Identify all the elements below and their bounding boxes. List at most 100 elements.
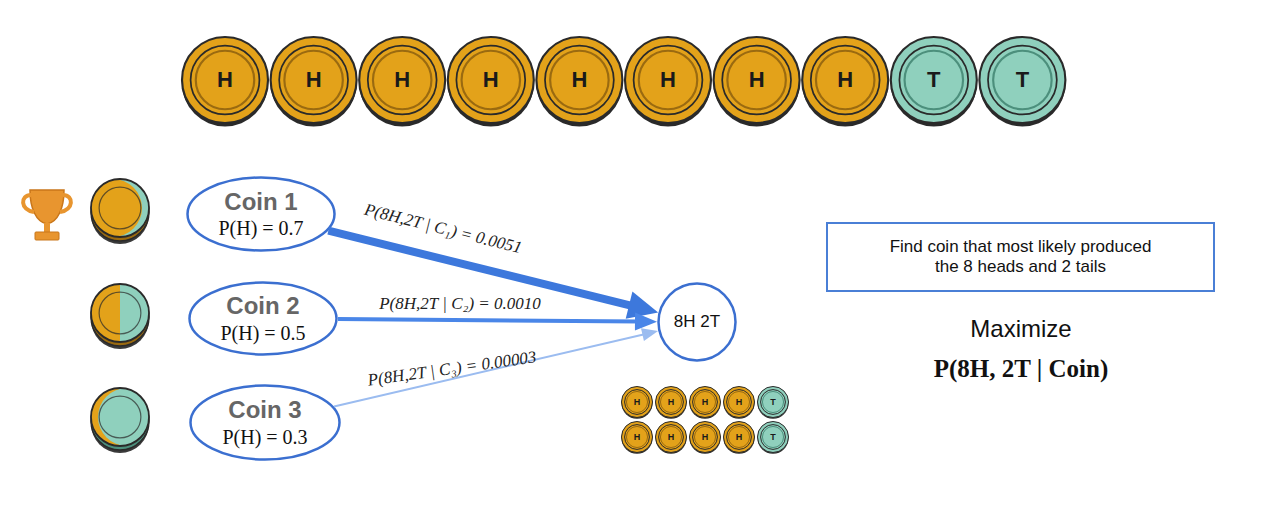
- node-text: Coin 1: [224, 188, 297, 217]
- coin-ring: [659, 425, 684, 450]
- coin-ring: [727, 425, 752, 450]
- coin-inner-ring: [626, 391, 647, 412]
- coin-face-group: [84, 179, 149, 237]
- coin-face: [536, 37, 622, 123]
- coin-face-group: [91, 388, 156, 446]
- biased-coin-icon: [91, 284, 149, 349]
- head-coin: [271, 37, 357, 126]
- ellipse-outline: [188, 178, 335, 251]
- ellipse-node: Coin 2P(H) = 0.5: [188, 281, 338, 356]
- coin-inner-ring: [639, 51, 697, 109]
- coin-face: [724, 422, 755, 453]
- coin-ring: [368, 46, 437, 115]
- head-coin: [690, 387, 721, 419]
- edge-label: P(8H,2T | C₃) = 0.00003: [366, 347, 537, 390]
- coin-letter: H: [634, 432, 641, 442]
- arrow-head: [626, 292, 658, 319]
- coin-face: [690, 422, 721, 453]
- edge-label: P(8H,2T | C₂) = 0.0010: [379, 294, 541, 314]
- head-coin: [448, 37, 534, 126]
- coin-ring: [761, 390, 786, 415]
- coin-letter: T: [927, 67, 940, 93]
- head-coin: [182, 37, 268, 126]
- coin-letter: H: [736, 397, 743, 407]
- coin-inner-ring: [762, 426, 783, 447]
- tail-coin: [891, 37, 977, 126]
- node-text: Coin 2: [226, 292, 299, 321]
- coin-ring: [456, 46, 525, 115]
- coin-ring: [625, 425, 650, 450]
- coin-ring: [722, 46, 791, 115]
- coin-face: [448, 37, 534, 123]
- coin-letter: H: [702, 397, 709, 407]
- coin-face: [656, 422, 687, 453]
- coin-inner-ring: [816, 51, 874, 109]
- coin-inner-ring: [550, 51, 608, 109]
- head-coin: [359, 37, 445, 126]
- coin-face: [622, 422, 653, 453]
- coin-face: [656, 387, 687, 418]
- coin-letter: H: [837, 67, 853, 93]
- coin-inner-ring: [993, 51, 1051, 109]
- coin-face: [271, 37, 357, 123]
- trophy-handle: [60, 195, 71, 212]
- head-coin: [714, 37, 800, 126]
- coin-ring: [761, 425, 786, 450]
- head-part: [84, 179, 142, 237]
- coin-ring: [625, 390, 650, 415]
- coin-letter: T: [1016, 67, 1029, 93]
- ellipse-outline: [659, 284, 736, 361]
- coin-letter: H: [668, 397, 675, 407]
- coin-letter: H: [749, 67, 765, 93]
- arrow-line: [334, 334, 646, 406]
- coin-face: [979, 37, 1065, 123]
- coin-face: [622, 387, 653, 418]
- coin-ring: [279, 46, 348, 115]
- coin-ring: [811, 46, 880, 115]
- head-coin: [625, 37, 711, 126]
- trophy-base: [35, 232, 59, 240]
- coin-face: [758, 387, 789, 418]
- ellipse-node: Coin 3P(H) = 0.3: [189, 384, 341, 461]
- coin-ring: [988, 46, 1057, 115]
- node-text: P(H) = 0.7: [218, 216, 303, 240]
- coin-inner-ring: [462, 51, 520, 109]
- coin-ring: [727, 390, 752, 415]
- coin-face: [182, 37, 268, 123]
- node-text: Find coin that most likely produced the …: [880, 237, 1162, 278]
- coin-inner-ring: [905, 51, 963, 109]
- coin-inner-ring: [196, 51, 254, 109]
- tail-coin: [758, 387, 789, 419]
- coin-letter: H: [736, 432, 743, 442]
- coin-letter: H: [394, 67, 410, 93]
- head-coin: [802, 37, 888, 126]
- coin-face: [802, 37, 888, 123]
- formula-label: P(8H, 2T | Coin): [934, 355, 1109, 383]
- coin-letter: H: [660, 67, 676, 93]
- arrow-head: [635, 313, 657, 331]
- coin-inner-ring: [660, 391, 681, 412]
- coin-inner-ring: [694, 426, 715, 447]
- biased-coin-icon: [91, 388, 156, 453]
- coin-ring: [899, 46, 968, 115]
- coin-inner-ring: [728, 426, 749, 447]
- coin-face: [690, 387, 721, 418]
- coin-letter: H: [306, 67, 322, 93]
- coin-ring: [693, 425, 718, 450]
- head-coin: [622, 387, 653, 419]
- probability-arrow: [334, 328, 658, 406]
- tail-part: [98, 388, 156, 446]
- coin-face: [625, 37, 711, 123]
- coin-face: [359, 37, 445, 123]
- coin-ring: [693, 390, 718, 415]
- coin-inner-ring: [626, 426, 647, 447]
- coin-letter: H: [571, 67, 587, 93]
- coin-letter: H: [483, 67, 499, 93]
- arrow-line: [338, 319, 639, 321]
- process-box: Find coin that most likely produced the …: [826, 222, 1215, 292]
- node-text: 8H 2T: [674, 312, 720, 332]
- coin-ring: [634, 46, 703, 115]
- coin-inner-ring: [727, 51, 785, 109]
- coin-face: [724, 387, 755, 418]
- node-text: P(H) = 0.5: [220, 321, 305, 345]
